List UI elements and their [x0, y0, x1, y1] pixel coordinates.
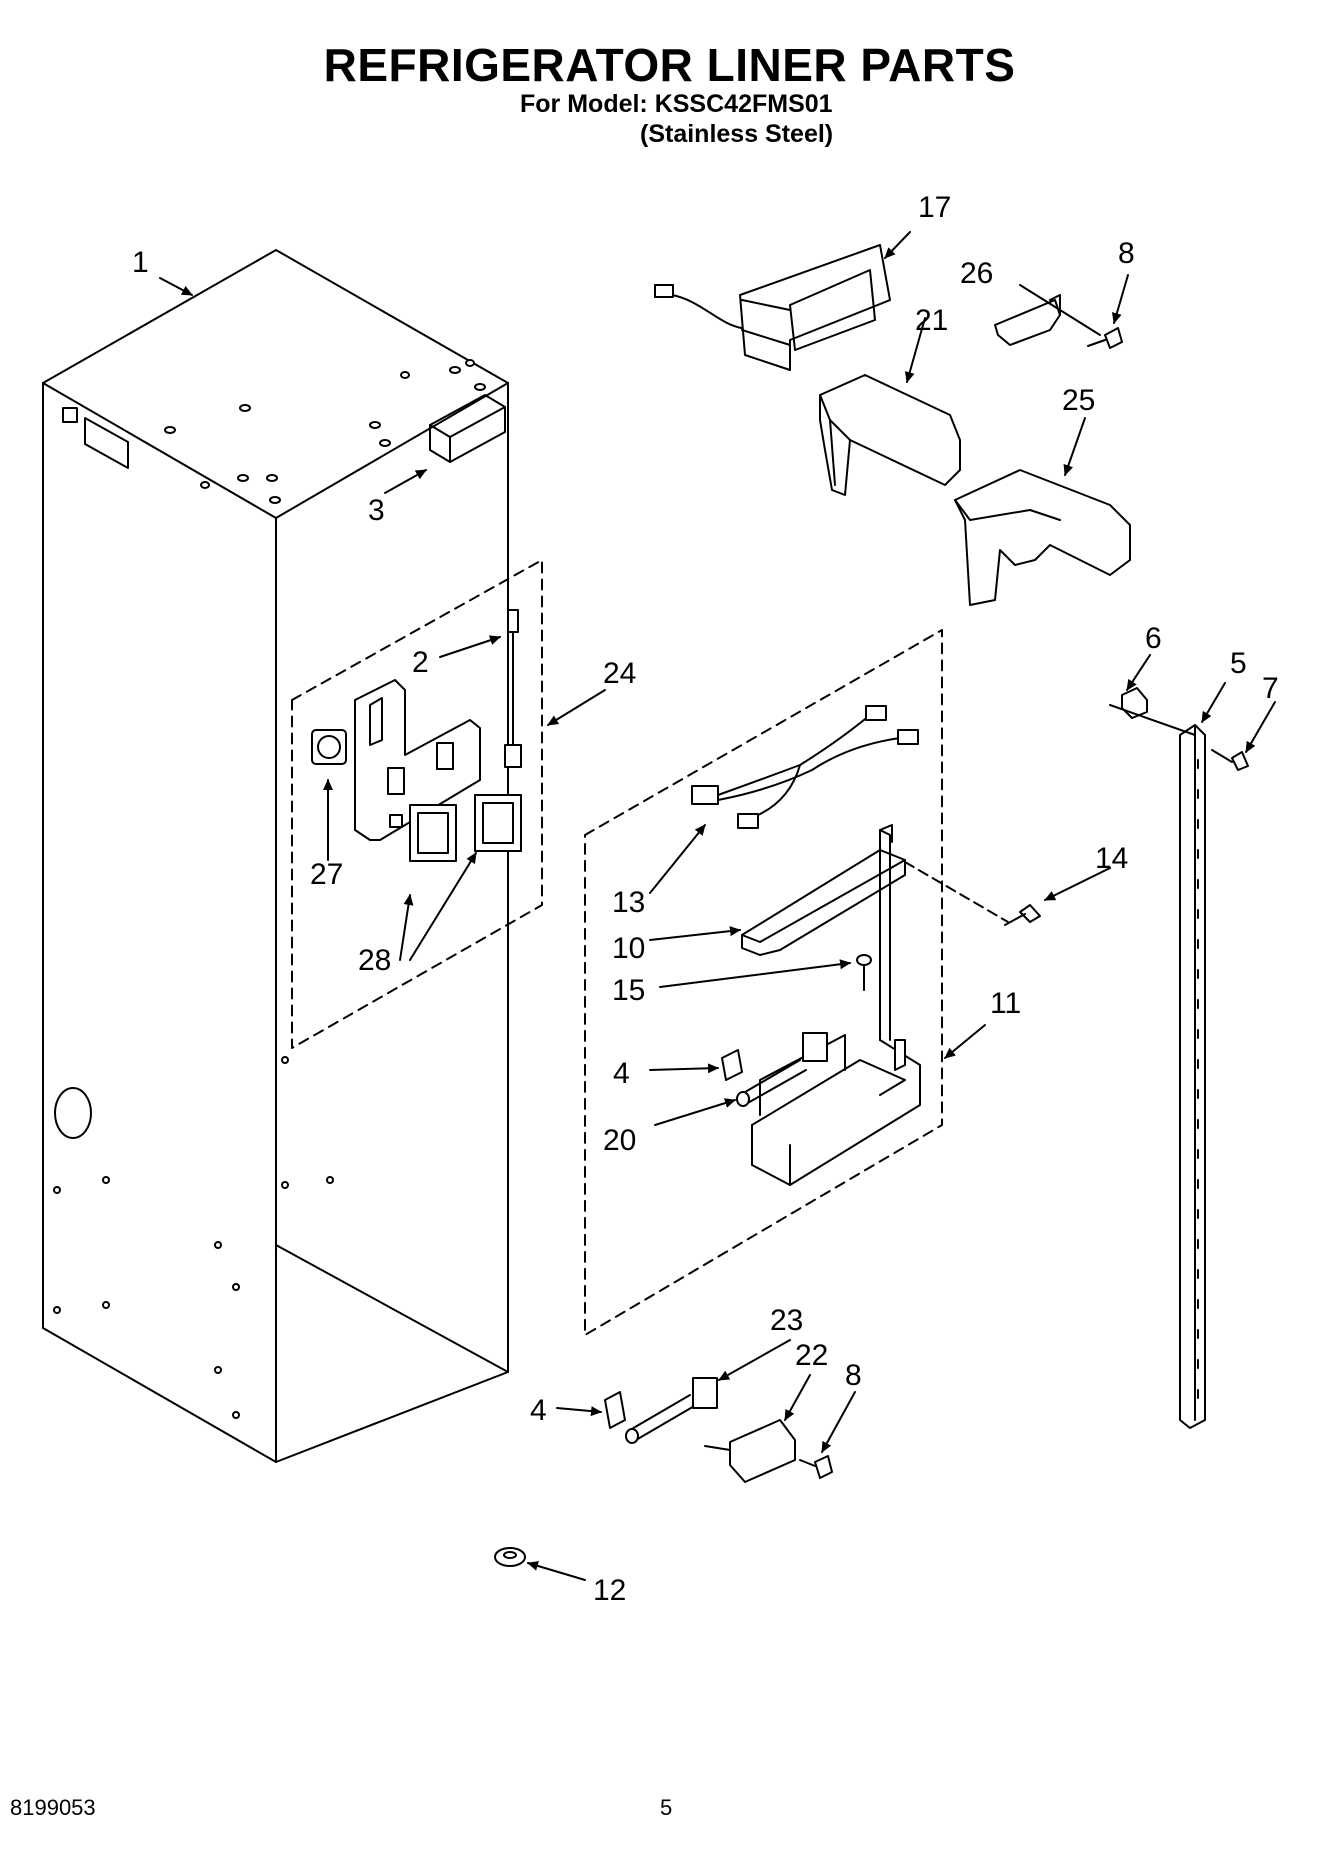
callout-3: 3 [368, 494, 385, 527]
evaporator-cover-17 [654, 244, 891, 371]
group-outline-24 [291, 559, 543, 1049]
callout-26: 26 [960, 257, 993, 290]
callout-2: 2 [412, 646, 429, 679]
callout-7: 7 [1262, 672, 1279, 705]
group-outline-control [584, 629, 943, 1336]
screw-15 [856, 954, 872, 991]
callout-21: 21 [915, 304, 948, 337]
control-22 [704, 1419, 796, 1483]
wire-harness-13 [691, 705, 919, 829]
callout-22: 22 [795, 1339, 828, 1372]
cabinet-liner [42, 249, 509, 1463]
callout-13: 13 [612, 886, 645, 919]
callout-arrows [159, 231, 1276, 1581]
callout-20: 20 [603, 1124, 636, 1157]
screw-7 [1211, 749, 1249, 771]
callout-27: 27 [310, 858, 343, 891]
callout-15: 15 [612, 974, 645, 1007]
strip-5 [1179, 724, 1206, 1429]
control-bracket [354, 679, 481, 841]
sensor-23 [625, 1377, 718, 1444]
page-title: REFRIGERATOR LINER PARTS [323, 39, 1016, 91]
callout-28: 28 [358, 944, 391, 977]
shroud-25 [954, 469, 1131, 606]
callout-6: 6 [1145, 622, 1162, 655]
callout-8-upper: 8 [1118, 237, 1135, 270]
model-line: For Model: KSSC42FMS01 [520, 90, 833, 118]
callout-25: 25 [1062, 384, 1095, 417]
nut-6-leader [1109, 704, 1196, 736]
callout-11: 11 [990, 987, 1021, 1020]
callout-4-upper: 4 [613, 1057, 630, 1090]
finish-line: (Stainless Steel) [640, 120, 834, 148]
clip-4-upper [721, 1049, 743, 1081]
callout-12: 12 [593, 1574, 626, 1607]
screw-8-upper-leader [1019, 284, 1101, 336]
callout-5: 5 [1230, 647, 1247, 680]
callout-8-lower: 8 [845, 1359, 862, 1392]
callout-24: 24 [603, 657, 636, 690]
grommet-27 [311, 729, 347, 765]
shroud-21 [819, 374, 961, 496]
grommet-12 [494, 1547, 526, 1567]
callout-23: 23 [770, 1304, 803, 1337]
callout-1: 1 [132, 246, 149, 279]
thermistor-2 [504, 609, 522, 768]
cover-plates-28 [409, 794, 522, 862]
callout-14: 14 [1095, 842, 1128, 875]
callout-4-lower: 4 [530, 1394, 547, 1427]
control-housing-11 [751, 829, 921, 1186]
callout-labels: 1 3 2 24 27 28 13 10 15 4 20 11 14 17 26… [132, 191, 1279, 1607]
callout-10: 10 [612, 932, 645, 965]
screw-8-upper [1087, 327, 1123, 349]
clip-26 [994, 294, 1061, 346]
screw-8-lower [799, 1455, 833, 1479]
screw-14-leader [904, 861, 1009, 923]
screw-14 [1004, 904, 1041, 926]
page-number: 5 [660, 1795, 673, 1820]
document-number: 8199053 [10, 1795, 96, 1820]
sensor-20 [736, 1032, 828, 1107]
clip-4-lower [604, 1391, 626, 1429]
callout-17: 17 [918, 191, 951, 224]
